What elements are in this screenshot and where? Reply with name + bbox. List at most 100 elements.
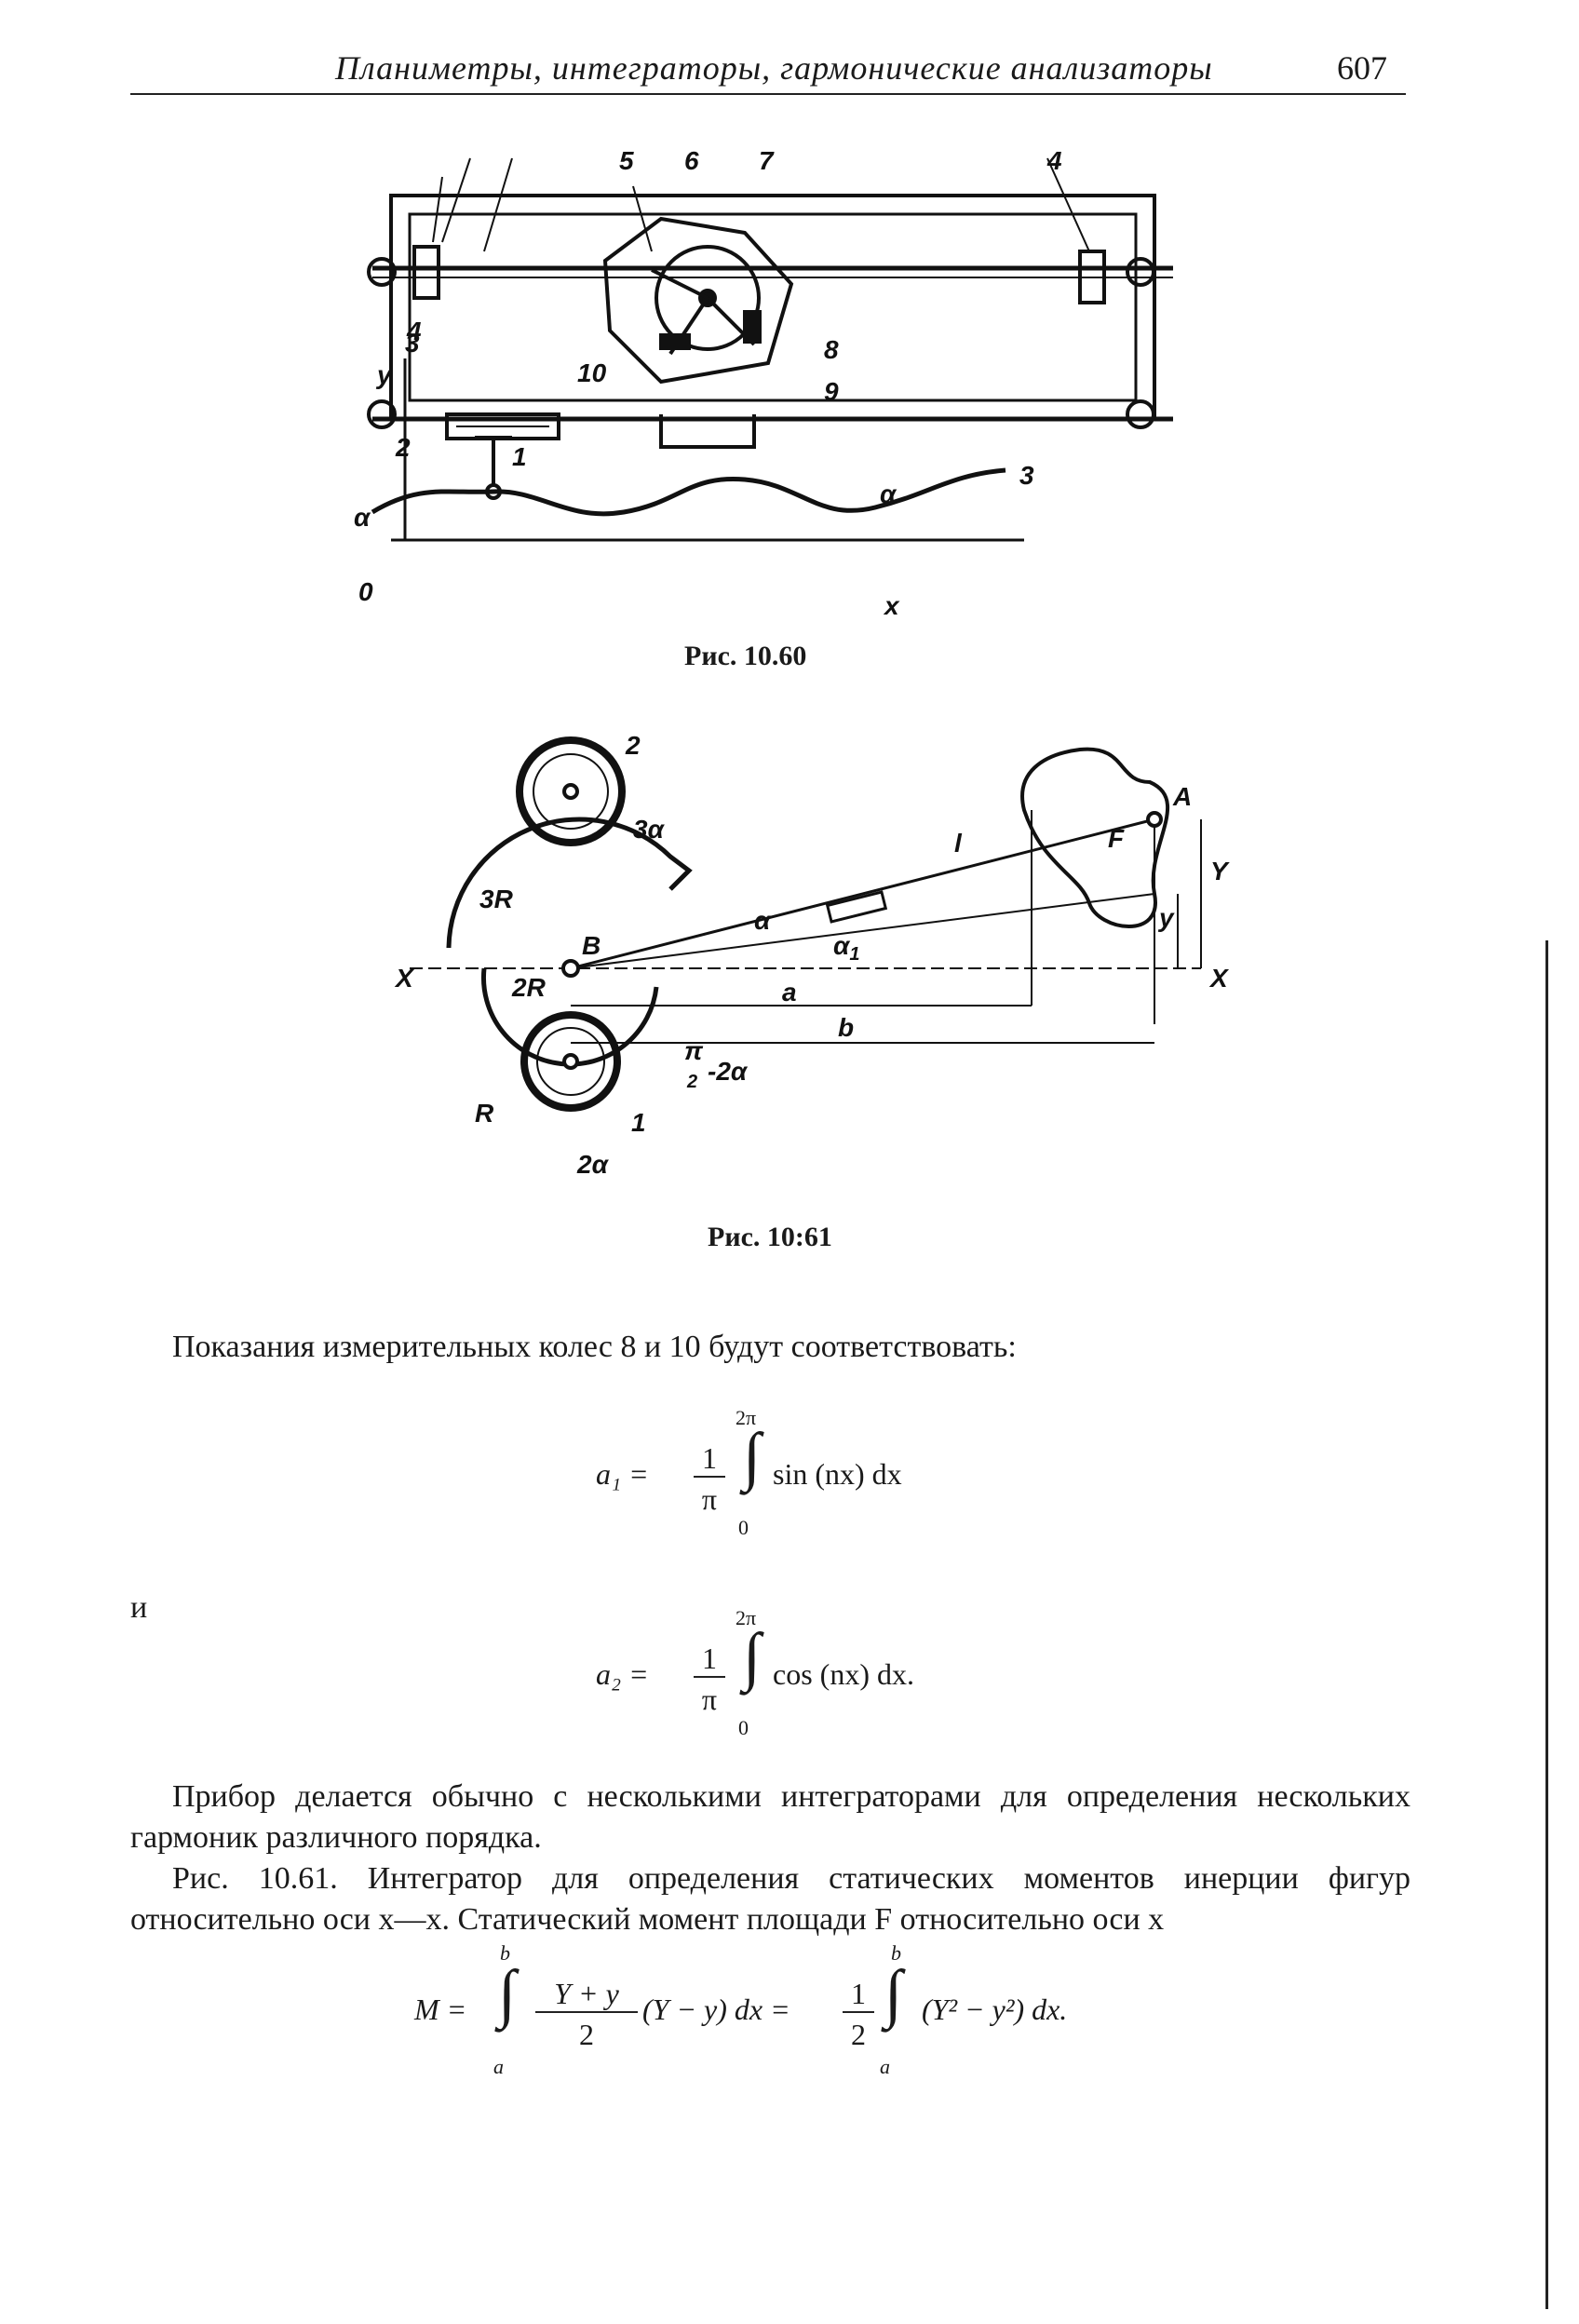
label-alpha1: α1 — [833, 931, 860, 965]
label-R: R — [475, 1099, 494, 1128]
formula-M-tail: (Y² − y²) dx. — [922, 1993, 1068, 2026]
sector-2R — [480, 967, 659, 1067]
label-2R: 2R — [511, 973, 547, 1002]
label-pi-half: π — [684, 1036, 704, 1065]
label-8: 8 — [824, 335, 839, 364]
label-Y: Y — [1210, 857, 1230, 885]
label-3R: 3R — [479, 885, 514, 913]
line-alpha1 — [570, 893, 1155, 969]
formula-M-frac-den: 2 — [579, 2018, 594, 2051]
formula-M-den2: 2 — [851, 2018, 866, 2051]
formula-M-num2: 1 — [843, 1977, 874, 2013]
label-X-right: X — [1208, 964, 1230, 993]
label-pi-half-den: 2 — [686, 1072, 697, 1092]
integrator-body — [602, 216, 794, 385]
conjunction: и — [130, 1590, 148, 1625]
integrator-disc — [655, 245, 761, 351]
label-A: A — [1172, 782, 1192, 811]
formula-M-upper1: b — [500, 1941, 510, 1965]
integral-sign-1: ∫ — [498, 1958, 517, 2030]
carriage-right — [1078, 250, 1106, 304]
gear-1 — [520, 1011, 621, 1112]
formula-a1-lhs: a₁ = — [596, 1457, 649, 1491]
formula-a1-lower: 0 — [738, 1516, 749, 1539]
figure-area-F — [1020, 747, 1169, 928]
paragraph-2: Прибор делается обычно с несколькими инт… — [130, 1779, 1410, 1855]
label-y: y — [1157, 903, 1175, 932]
label-9: 9 — [824, 377, 839, 406]
page-header: Планиметры, интеграторы, гармонические а… — [130, 47, 1406, 95]
roller-top-right — [1126, 257, 1155, 287]
label-F: F — [1108, 824, 1125, 853]
integral-sign: ∫ — [743, 1421, 762, 1493]
page-number: 607 — [1337, 49, 1387, 87]
formula-a1-num: 1 — [694, 1441, 725, 1478]
paragraph-3: Рис. 10.61. Интегратор для определения с… — [130, 1861, 1410, 1937]
formula-a2-lower: 0 — [738, 1716, 749, 1739]
formula-M-upper2: b — [891, 1941, 901, 1965]
formula-a2-num: 1 — [694, 1642, 725, 1678]
formula-a1-body: sin (nx) dx — [773, 1457, 902, 1491]
carriage-left — [412, 245, 440, 300]
label-zero: 0 — [358, 577, 373, 606]
bracket — [659, 414, 756, 449]
scan-edge-line — [1545, 940, 1548, 2309]
formula-a2-upper: 2π — [736, 1606, 757, 1629]
figure-10-60: 4 3 5 6 7 4 8 9 10 3 y 2 1 α α 0 x — [354, 146, 1173, 620]
label-10: 10 — [577, 358, 607, 387]
paragraph-1: Показания измерительных колес 8 и 10 буд… — [172, 1330, 1017, 1364]
label-2: 2 — [395, 433, 411, 462]
label-3-left: 3 — [405, 329, 420, 358]
gear-2 — [516, 736, 626, 846]
label-alpha-right: α — [880, 480, 897, 508]
point-A — [1146, 811, 1163, 828]
formula-a2-den: π — [701, 1682, 718, 1716]
formula-M-frac-num: Y + y — [535, 1977, 638, 2013]
label-2alpha: 2α — [576, 1150, 610, 1179]
formula-a2: a₂ = 1 π 2π ∫ 0 cos (nx) dx. — [596, 1606, 1117, 1746]
sector-3R — [446, 817, 693, 949]
figure-10-61: 2 3α 3R B 2R X X α α1 l A F Y y a b π 2 … — [394, 731, 1230, 1179]
formula-M-lhs: M = — [414, 1993, 467, 2026]
caption-fig-10-61: Рис. 10:61 — [708, 1222, 832, 1252]
inner-frame — [408, 212, 1138, 402]
formula-M-lower1: a — [493, 2055, 504, 2078]
label-alpha-left: α — [354, 503, 371, 532]
label-6: 6 — [684, 146, 699, 175]
integrator-carriage — [825, 890, 888, 924]
roller-bottom-right — [1126, 399, 1155, 429]
label-minus-2alpha: -2α — [708, 1057, 749, 1086]
label-4-right: 4 — [1046, 146, 1062, 175]
formula-M-mid: (Y − y) dx = — [642, 1993, 790, 2026]
formula-a1-den: π — [701, 1482, 718, 1516]
label-x: x — [883, 591, 900, 620]
formula-M-lower2: a — [880, 2055, 890, 2078]
measuring-wheel-8 — [743, 310, 762, 344]
formula-a2-body: cos (nx) dx. — [773, 1657, 914, 1691]
integral-sign: ∫ — [743, 1621, 762, 1693]
integral-sign-2: ∫ — [884, 1958, 903, 2030]
label-alpha: α — [754, 906, 772, 935]
formula-M: M = b ∫ a Y + y 2 (Y − y) dx = 1 2 b ∫ a… — [414, 1941, 1252, 2090]
label-b: b — [838, 1013, 854, 1042]
caption-fig-10-60: Рис. 10.60 — [684, 641, 807, 671]
label-X-left: X — [394, 964, 415, 993]
label-1: 1 — [631, 1108, 646, 1137]
label-l: l — [954, 829, 963, 858]
label-7: 7 — [759, 146, 775, 175]
label-y: y — [375, 360, 393, 389]
label-4-left: 4 — [406, 317, 422, 345]
label-3-right: 3 — [1019, 461, 1034, 490]
label-2: 2 — [625, 731, 641, 760]
arm-l — [570, 817, 1155, 970]
outer-frame — [389, 194, 1156, 421]
label-a: a — [782, 978, 797, 1007]
label-5: 5 — [619, 146, 634, 175]
formula-a1: a₁ = 1 π 2π ∫ 0 sin (nx) dx — [596, 1406, 1061, 1546]
roller-bottom-left — [367, 399, 397, 429]
label-B: B — [582, 931, 601, 960]
roller-top-left — [367, 257, 397, 287]
measuring-wheel-10 — [659, 333, 691, 350]
curve-alpha — [371, 467, 1006, 517]
label-1: 1 — [512, 442, 527, 471]
